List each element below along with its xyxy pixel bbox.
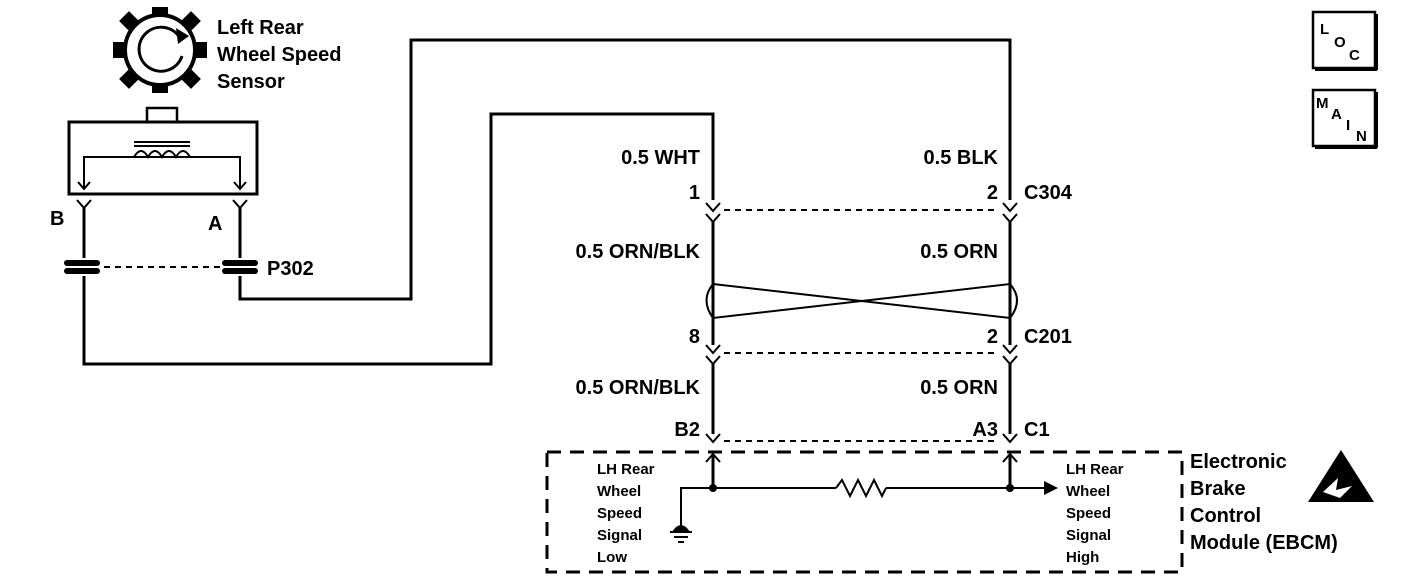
wheel-speed-sensor-icon	[113, 7, 207, 93]
signal-high-line2: Wheel	[1066, 483, 1110, 500]
wire-label-right-mid: 0.5 ORN	[920, 241, 998, 263]
signal-low-line3: Speed	[597, 505, 642, 522]
main-button[interactable]: M A I N	[1311, 88, 1378, 149]
sensor-housing	[67, 106, 259, 196]
signal-high-line1: LH Rear	[1066, 461, 1124, 478]
signal-high-line3: Speed	[1066, 505, 1111, 522]
p302-label: P302	[267, 258, 314, 280]
twisted-pair	[705, 282, 1018, 320]
loc-letter-l: L	[1320, 21, 1329, 38]
c201-pin-left: 8	[689, 326, 700, 348]
signal-low-line4: Signal	[597, 527, 642, 544]
signal-high-line4: Signal	[1066, 527, 1111, 544]
c1-pin-right: A3	[972, 419, 998, 441]
sensor-title-line3: Sensor	[217, 71, 285, 93]
wire-label-left-mid: 0.5 ORN/BLK	[576, 241, 701, 263]
ebcm-name-line1: Electronic	[1190, 451, 1287, 473]
loc-letter-o: O	[1334, 34, 1346, 51]
sensor-title-line2: Wheel Speed	[217, 44, 341, 66]
main-letter-n: N	[1356, 128, 1367, 145]
c1-label: C1	[1024, 419, 1050, 441]
wire-label-right-top: 0.5 BLK	[924, 147, 999, 169]
main-letter-i: I	[1346, 117, 1350, 134]
main-letter-a: A	[1331, 106, 1342, 123]
c201-label: C201	[1024, 326, 1072, 348]
wire-label-left-bottom: 0.5 ORN/BLK	[576, 377, 701, 399]
coil-icon	[133, 141, 191, 159]
c201-connector	[705, 344, 1018, 366]
ebcm-name-line2: Brake	[1190, 478, 1246, 500]
loc-letter-c: C	[1349, 47, 1360, 64]
sensor-terminal-b: B	[50, 208, 64, 230]
c304-connector	[705, 202, 1018, 224]
signal-low-line2: Wheel	[597, 483, 641, 500]
c201-pin-right: 2	[987, 326, 998, 348]
c304-pin-left: 1	[689, 182, 700, 204]
loc-button[interactable]: L O C	[1311, 10, 1378, 71]
wire-a-blk	[238, 38, 1012, 301]
main-letter-m: M	[1316, 95, 1329, 112]
esd-warning-icon	[1308, 450, 1374, 502]
c304-pin-right: 2	[987, 182, 998, 204]
sensor-title-line1: Left Rear	[217, 17, 304, 39]
wire-label-right-bottom: 0.5 ORN	[920, 377, 998, 399]
ebcm-module-box	[545, 450, 1184, 574]
sensor-terminal-a: A	[208, 213, 222, 235]
signal-low-line1: LH Rear	[597, 461, 655, 478]
c304-label: C304	[1024, 182, 1073, 204]
p302-connector	[64, 260, 258, 274]
c1-connector	[705, 433, 1018, 444]
signal-high-line5: High	[1066, 549, 1099, 566]
ebcm-name-line3: Control	[1190, 505, 1261, 527]
wire-label-left-top: 0.5 WHT	[621, 147, 700, 169]
wire-b-wht	[82, 112, 715, 366]
signal-low-line5: Low	[597, 549, 627, 566]
ground-icon	[670, 524, 692, 543]
sensor-terminals	[76, 199, 248, 258]
resistor-icon	[835, 477, 887, 499]
ebcm-name-line4: Module (EBCM)	[1190, 532, 1338, 554]
c1-pin-left: B2	[674, 419, 700, 441]
